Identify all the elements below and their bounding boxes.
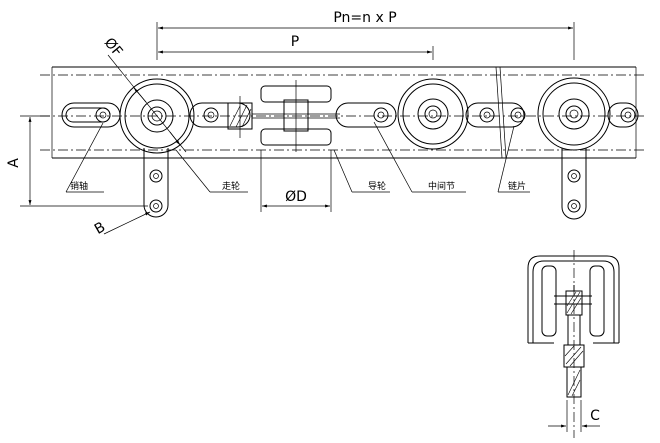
callout-pin: 销轴 (65, 122, 104, 193)
dim-phi-d: ØD (260, 150, 332, 212)
phi-f-label: ØF (101, 35, 126, 60)
carrier-wheel-1 (119, 78, 195, 154)
chain-links (61, 102, 639, 128)
dim-phi-f: ØF (101, 35, 187, 153)
callout-carrier-wheel: 走轮 (175, 149, 248, 193)
connector-block (227, 96, 253, 138)
carrier-wheel-callout-label: 走轮 (222, 180, 240, 192)
p-label: P (291, 34, 299, 50)
carrier-wheel-2 (397, 78, 469, 150)
rail (40, 66, 646, 159)
callout-link-plate: 链片 (497, 125, 530, 193)
dim-a: A (6, 115, 148, 207)
a-label: A (6, 158, 22, 168)
pin (95, 107, 636, 123)
section-view: C (527, 250, 620, 438)
pin-callout-label: 销轴 (70, 180, 88, 192)
dim-p: P (158, 34, 434, 60)
phi-d-label: ØD (285, 189, 307, 205)
attachment-arm-1 (143, 148, 169, 218)
pn-label: Pn=n x P (333, 10, 396, 26)
middle-link-callout-label: 中间节 (428, 180, 455, 192)
c-label: C (590, 408, 600, 424)
carrier-wheel-3 (537, 77, 611, 151)
guide-wheel (252, 80, 340, 152)
callout-middle-link: 中间节 (373, 121, 466, 193)
attachment-arm-2 (561, 148, 587, 220)
callout-guide-wheel: 导轮 (333, 149, 390, 193)
dim-b: B (92, 211, 151, 238)
guide-wheel-callout-label: 导轮 (368, 180, 386, 192)
link-plate-callout-label: 链片 (508, 180, 526, 192)
dim-pn: Pn=n x P (156, 10, 575, 60)
b-label: B (92, 219, 108, 238)
